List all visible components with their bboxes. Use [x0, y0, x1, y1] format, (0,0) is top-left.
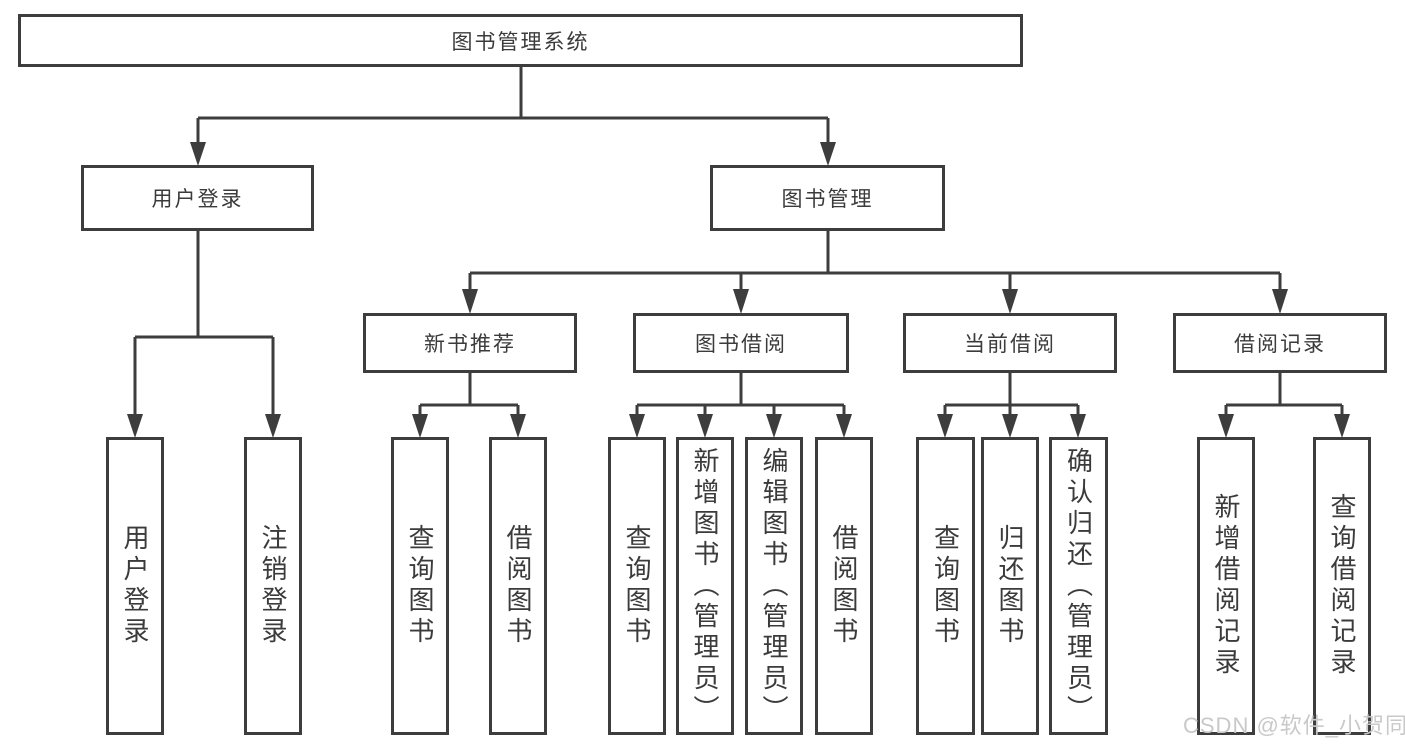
node-label: 编辑图书（管理员）: [759, 446, 789, 726]
node-leaf-logout: 注销登录: [244, 437, 302, 735]
node-label: 当前借阅: [964, 333, 1056, 356]
node-leaf-query-books-borrowing: 查询图书: [608, 437, 666, 735]
node-book-borrowing: 图书借阅: [633, 313, 849, 373]
node-new-book-recommend: 新书推荐: [363, 313, 577, 373]
node-label: 用户登录: [120, 524, 150, 648]
node-label: 用户登录: [151, 188, 244, 211]
node-leaf-edit-book-admin: 编辑图书（管理员）: [745, 437, 803, 735]
node-leaf-add-book-admin: 新增图书（管理员）: [676, 437, 734, 735]
node-leaf-add-borrow-record: 新增借阅记录: [1197, 437, 1255, 735]
node-label: 查询图书: [405, 524, 435, 648]
node-label: 借阅图书: [829, 524, 859, 648]
node-book-management: 图书管理: [710, 165, 945, 231]
node-label: 图书借阅: [695, 333, 787, 356]
node-user-login: 用户登录: [81, 165, 314, 231]
node-leaf-confirm-return-admin: 确认归还（管理员）: [1049, 437, 1108, 735]
node-label: 归还图书: [995, 524, 1025, 648]
node-label: 新增借阅记录: [1211, 493, 1241, 679]
connector-borrow-records-to-leaves: [1218, 373, 1350, 438]
node-label: 确认归还（管理员）: [1063, 446, 1094, 726]
node-root: 图书管理系统: [18, 14, 1023, 67]
node-label: 图书管理: [781, 188, 874, 211]
connector-root-to-level1: [190, 67, 836, 166]
csdn-watermark: CSDN @软件_小贺同学: [1183, 713, 1405, 738]
node-leaf-query-books-current: 查询图书: [916, 437, 975, 735]
node-leaf-query-books-recommend: 查询图书: [391, 437, 449, 735]
node-label: 查询图书: [930, 524, 961, 648]
node-current-borrowing: 当前借阅: [903, 313, 1117, 373]
node-leaf-user-login: 用户登录: [106, 437, 164, 735]
node-label: 查询图书: [622, 524, 652, 648]
node-leaf-return-books: 归还图书: [981, 437, 1039, 735]
node-borrow-records: 借阅记录: [1173, 313, 1387, 373]
connector-book-borrowing-to-leaves: [629, 373, 852, 438]
node-label: 查询借阅记录: [1327, 493, 1357, 679]
connector-user-login-to-leaves: [127, 231, 281, 438]
node-leaf-borrow-books-recommend: 借阅图书: [489, 437, 547, 735]
node-leaf-borrow-books-borrowing: 借阅图书: [815, 437, 873, 735]
node-label: 图书管理系统: [451, 30, 590, 54]
connector-current-borrowing-to-leaves: [937, 373, 1086, 438]
node-label: 借阅图书: [503, 524, 533, 648]
connector-new-book-recommend-to-leaves: [412, 373, 526, 438]
connector-book-management-to-level2: [462, 231, 1288, 314]
node-label: 新增图书（管理员）: [690, 446, 720, 726]
node-leaf-query-borrow-record: 查询借阅记录: [1313, 437, 1371, 735]
node-label: 借阅记录: [1234, 333, 1326, 356]
node-label: 注销登录: [258, 524, 288, 648]
node-label: 新书推荐: [424, 333, 516, 356]
